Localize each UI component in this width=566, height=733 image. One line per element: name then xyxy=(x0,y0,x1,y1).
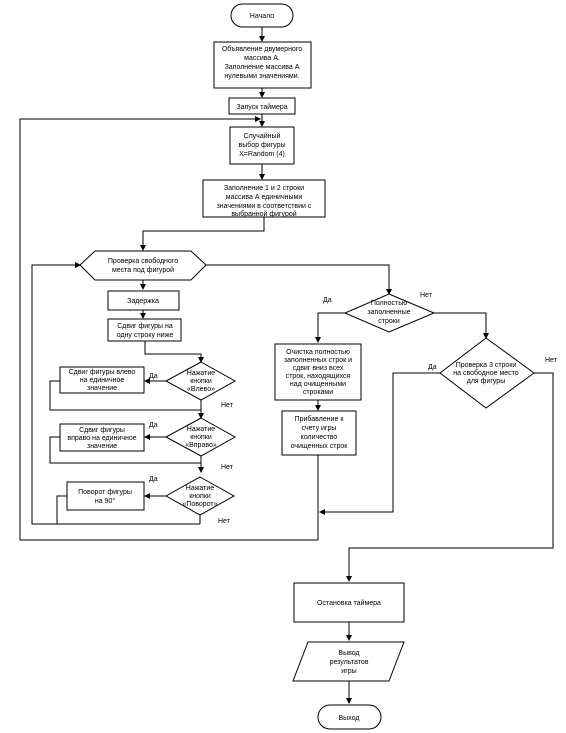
shift-right-line-3: значение xyxy=(87,443,117,450)
label-yes-rotate: Да xyxy=(149,476,158,483)
shift-down-line-1: Сдвиг фигуры на xyxy=(117,323,173,330)
check-three-line-2: на свободное место xyxy=(453,369,518,377)
start-label: Начало xyxy=(250,13,274,20)
timer-stop-label: Остановка таймера xyxy=(317,599,381,607)
add-score-process: Прибавление к счету игры количество очищ… xyxy=(281,410,357,456)
label-yes-full: Да xyxy=(323,297,332,304)
exit-terminator: Выход xyxy=(317,704,382,730)
label-no-right: Нет xyxy=(221,464,234,471)
shift-left-line-3: значение xyxy=(87,385,117,392)
key-left-line-1: Нажатие xyxy=(187,370,215,377)
output-io: Вывод результатов игры xyxy=(292,641,405,682)
shift-down-line-2: одну строку ниже xyxy=(117,332,174,339)
key-right-line-2: кнопки xyxy=(190,434,212,441)
random-line-3: X=Random (4) xyxy=(239,151,285,158)
clear-rows-line-3: сдвиг вниз всех xyxy=(293,365,344,372)
delay-process: Задержка xyxy=(107,290,180,311)
full-rows-decision: Полностью заполненные строки xyxy=(343,293,436,333)
add-score-line-2: счету игры xyxy=(302,425,337,432)
check-three-line-1: Проверка 3 строки xyxy=(456,362,517,369)
key-right-decision: Нажатие кнопки «Вправо» xyxy=(164,417,237,457)
shift-left-process: Сдвиг фигуры влево на единичное значение xyxy=(59,366,145,394)
start-terminator: Начало xyxy=(230,3,294,28)
rotate-line-1: Поворот фигуры xyxy=(78,489,132,496)
random-figure-process: Случайный выбор фигуры X=Random (4) xyxy=(229,126,295,165)
label-no-full: Нет xyxy=(420,292,433,299)
rotate-process: Поворот фигуры на 90° xyxy=(66,481,145,511)
shift-left-line-1: Сдвиг фигуры влево xyxy=(69,369,136,376)
shift-left-line-2: на единичное xyxy=(80,377,125,384)
label-no-left: Нет xyxy=(221,402,234,409)
check-three-line-3: для фигуры xyxy=(467,378,505,385)
declare-line-3: Заполнение массива А xyxy=(225,64,300,71)
timer-start-process: Запуск таймера xyxy=(228,97,296,115)
random-line-2: выбор фигуры xyxy=(238,141,285,149)
key-left-line-2: кнопки xyxy=(190,378,212,385)
key-rotate-line-1: Нажатие xyxy=(186,485,214,492)
check-space-line-1: Проверка свободного xyxy=(108,257,178,265)
key-right-line-3: «Вправо» xyxy=(185,442,217,449)
key-rotate-line-2: кнопки xyxy=(189,493,211,500)
shift-right-line-2: вправо на единичное xyxy=(67,435,136,442)
rotate-line-2: на 90° xyxy=(95,497,115,505)
declare-line-2: массива А. xyxy=(244,55,280,62)
label-yes-right: Да xyxy=(149,422,158,429)
clear-rows-line-1: Очистка полностью xyxy=(286,349,350,356)
clear-rows-process: Очистка полностью заполненных строк и сд… xyxy=(274,343,362,401)
add-score-line-3: количество xyxy=(301,434,338,441)
random-line-1: Случайный xyxy=(244,132,281,140)
key-left-line-3: «Влево» xyxy=(187,386,215,393)
key-rotate-decision: Нажатие кнопки «Поворот» xyxy=(164,476,236,516)
fill-rows-line-4: выбранной фигурой xyxy=(231,210,296,218)
output-line-2: результатов xyxy=(330,659,369,666)
label-no-three: Нет xyxy=(545,357,558,364)
delay-label: Задержка xyxy=(127,298,159,305)
shift-right-line-1: Сдвиг фигуры xyxy=(79,427,125,434)
declare-line-1: Объявление двумерного xyxy=(222,45,302,53)
check-space-preparation: Проверка свободного места под фигурой xyxy=(79,250,207,281)
declare-line-4: нулевыми значениями. xyxy=(224,73,299,80)
output-line-3: игры xyxy=(341,668,356,675)
label-yes-left: Да xyxy=(149,373,158,380)
fill-rows-process: Заполнение 1 и 2 строки массива А единич… xyxy=(202,179,326,218)
exit-label: Выход xyxy=(339,715,360,722)
clear-rows-line-5: над очищенными xyxy=(290,381,346,388)
shift-down-process: Сдвиг фигуры на одну строку ниже xyxy=(107,318,182,342)
fill-rows-line-3: значениями в соответствии с xyxy=(217,203,312,210)
fill-rows-line-2: массива А единичными xyxy=(226,194,303,201)
declare-array-process: Объявление двумерного массива А. Заполне… xyxy=(213,41,312,89)
output-line-1: Вывод xyxy=(338,650,359,657)
branch-labels: Да Нет Да Нет Да Нет Да Нет Да Нет xyxy=(149,292,558,525)
add-score-line-4: очищенных строк xyxy=(291,443,349,450)
label-yes-three: Да xyxy=(428,364,437,371)
key-rotate-line-3: «Поворот» xyxy=(182,501,217,508)
add-score-line-1: Прибавление к xyxy=(295,415,345,423)
clear-rows-line-4: строк, находящихся xyxy=(286,373,351,380)
full-rows-line-2: заполненные xyxy=(367,309,410,316)
full-rows-line-3: строки xyxy=(378,318,400,325)
check-space-line-2: места под фигурой xyxy=(112,266,174,274)
connectors xyxy=(19,27,554,704)
clear-rows-line-6: строками xyxy=(303,389,333,396)
full-rows-line-1: Полностью xyxy=(371,300,407,307)
clear-rows-line-2: заполненных строк и xyxy=(284,357,352,364)
shift-right-process: Сдвиг фигуры вправо на единичное значени… xyxy=(59,423,145,452)
label-no-rotate: Нет xyxy=(218,518,231,525)
key-right-line-1: Нажатие xyxy=(187,426,215,433)
fill-rows-line-1: Заполнение 1 и 2 строки xyxy=(224,185,304,192)
key-left-decision: Нажатие кнопки «Влево» xyxy=(164,361,237,401)
check-three-rows-decision: Проверка 3 строки на свободное место для… xyxy=(439,337,535,409)
timer-start-label: Запуск таймера xyxy=(236,103,287,111)
timer-stop-process: Остановка таймера xyxy=(293,582,405,623)
